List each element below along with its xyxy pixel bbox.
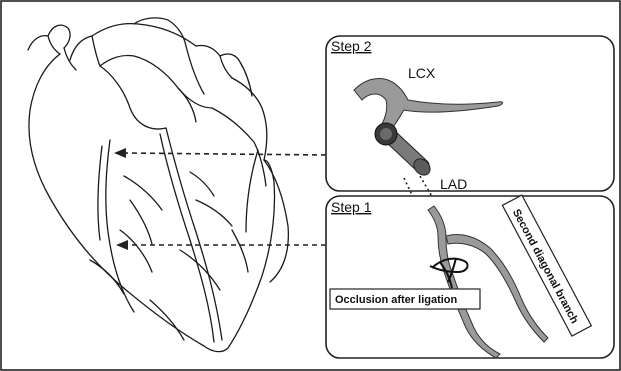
step1-panel: Step 1 Second diagonal branch Occlusion …: [326, 195, 614, 358]
lad-label: LAD: [440, 176, 467, 192]
occlusion-label: Occlusion after ligation: [335, 294, 458, 306]
step2-title: Step 2: [331, 38, 372, 54]
step1-title: Step 1: [331, 199, 372, 215]
step2-panel: Step 2 LCX: [326, 36, 614, 191]
step2-frame: [326, 36, 614, 191]
lcx-label: LCX: [408, 65, 436, 81]
